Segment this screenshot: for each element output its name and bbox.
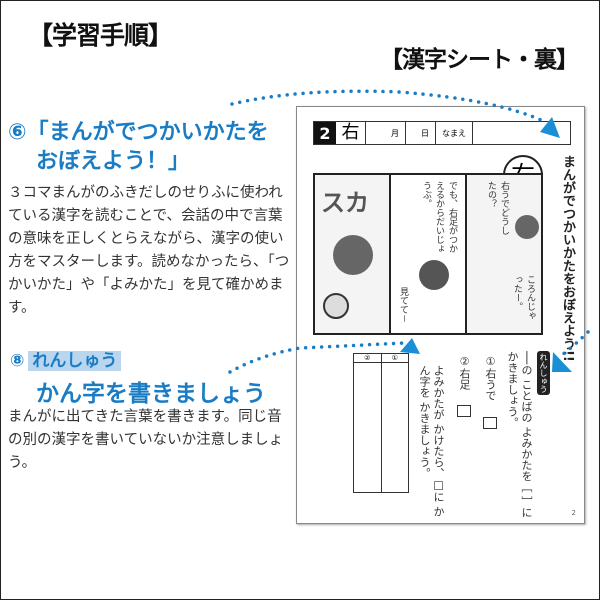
soccer-ball-illustration [323,293,349,319]
dotted-connector [228,341,407,374]
manga-panels: スカ でも、右足がつかえるからだいじょうぶ。 見てて－ 右うでどうしたの？ ころ… [313,173,543,335]
question-2: ②右足 [458,355,471,390]
answer-bracket[interactable] [457,405,471,417]
speech-bubble: でも、右足がつかえるからだいじょうぶ。 [421,181,457,253]
kanji-sheet: 2 右 月 日 なまえ 右 まんがでつかいかたをおぼえよう!! スカ でも、右足… [296,106,585,524]
day-field: 日 [406,122,436,144]
character-illustration [515,215,539,239]
practice-section: れんしゅう ──の ことばの よみかたを［ ］に かきましょう。 ①右うで ②右… [297,345,584,525]
sheet-header: 2 右 月 日 なまえ [313,121,571,145]
writing-box[interactable]: ② [354,354,382,492]
arrow-head-icon [540,117,560,138]
step8-heading: かん字を書きましょう [36,381,266,407]
practice-instruction-2: よみかたが かけたら、□に かん字を かきましょう。 [418,365,445,517]
kanji-writing-boxes: ② ① [353,353,409,493]
step6-heading: ⑥「まんがでつかいかたを おぼえよう！」 [8,118,298,176]
step8-tag: れんしゅう [28,351,122,371]
kanji-sheet-back-title: 【漢字シート・裏】 [380,47,579,73]
dotted-connector [560,330,590,357]
question-1: ①右うで [484,355,497,401]
manga-panel-1: スカ [315,175,391,333]
sheet-kanji: 右 [336,122,366,144]
step6-heading-line2: おぼえよう！」 [36,149,191,174]
practice-tag: れんしゅう [537,351,550,395]
practice-instruction-1: ──の ことばの よみかたを［ ］に かきましょう。 [506,351,533,518]
character-illustration [419,260,449,290]
arrow-head-icon [400,338,420,354]
learning-steps-title: 【学習手順】 [28,21,173,50]
box-label: ① [381,354,408,363]
step8-number: ⑧ [10,351,25,371]
speech-bubble: 見てて－ [398,287,408,324]
step6-body: ３コマまんがのふきだしのせりふに使われている漢字を読むことで、会話の中で言葉の意… [8,185,290,316]
step8-body: まんがに出てきた言葉を書きます。同じ音の別の漢字を書いていないか注意しましょう。 [8,409,284,471]
page-number: 2 [571,509,576,517]
manga-panel-2: でも、右足がつかえるからだいじょうぶ。 見てて－ [391,175,467,333]
month-field: 月 [366,122,406,144]
character-illustration [333,235,373,275]
step6-heading-line1: ⑥「まんがでつかいかたを [8,120,269,145]
speech-bubble: ころんじゃったー。 [512,275,535,320]
manga-panel-3: 右うでどうしたの？ ころんじゃったー。 [467,175,541,333]
writing-box[interactable]: ① [381,354,408,492]
box-label: ② [354,354,381,363]
sheet-number: 2 [314,122,336,144]
answer-bracket[interactable] [483,417,497,429]
arrow-head-icon [552,352,572,372]
dotted-connector [230,89,547,124]
name-label: なまえ [436,122,473,144]
speech-bubble: 右うでどうしたの？ [486,181,509,235]
sound-effect: スカ [321,189,369,217]
manga-side-title: まんがでつかいかたをおぼえよう!! [560,155,575,362]
